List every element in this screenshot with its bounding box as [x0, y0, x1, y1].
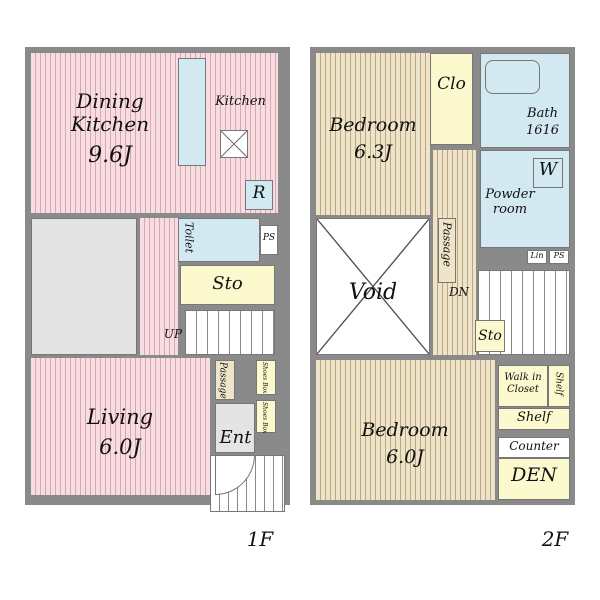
passage-2f-label: Passage [440, 222, 454, 267]
lin [527, 250, 547, 264]
shoe-box-2 [256, 400, 276, 433]
walk-in-closet [498, 365, 548, 407]
shelf-vertical-label: Shelf [553, 372, 564, 396]
kitchen-label: Kitchen [215, 94, 266, 109]
floor1-label: 1F [246, 527, 274, 551]
sto-2f-label: Sto [478, 328, 502, 344]
dn-label: DN [448, 285, 470, 299]
hall-1f [140, 218, 178, 355]
shelf-label: Shelf [517, 410, 551, 425]
ps-2f [549, 250, 569, 264]
living-label: Living [86, 405, 154, 429]
washer-label: W [538, 159, 558, 180]
ps-1f-label: PS [262, 233, 276, 243]
walk-in-label: Walk in Closet [504, 372, 542, 395]
bedroom-2 [316, 360, 495, 500]
den [498, 458, 570, 500]
bath-label: Bath [527, 106, 558, 121]
ps-1f [260, 225, 278, 255]
living-room [31, 358, 210, 495]
shoe-box-1 [256, 360, 276, 395]
storage-1f [180, 265, 275, 305]
fridge-label: R [252, 183, 266, 203]
passage-1f [215, 360, 235, 400]
kitchen-counter [178, 58, 206, 166]
up-label: UP [163, 327, 183, 341]
bedroom-2-size: 6.0J [386, 446, 424, 468]
dining-kitchen-label: Dining Kitchen [70, 89, 150, 136]
passage-1f-label: Passage [217, 362, 228, 399]
toilet-label: Toilet [182, 222, 196, 254]
storage-2f [475, 320, 505, 352]
passage-2f-label-box [438, 218, 456, 283]
void-area-1f [31, 218, 137, 355]
void-label: Void [348, 280, 398, 305]
dining-size: 9.6J [88, 143, 132, 168]
shelf-vertical [548, 365, 570, 407]
floor2-label: 2F [541, 527, 569, 551]
ent-label: Ent [219, 427, 252, 448]
kitchen-vent [220, 130, 248, 158]
clo-label: Clo [437, 74, 466, 94]
bathtub [485, 60, 540, 94]
bedroom-1 [316, 53, 430, 215]
shoe-box-1-label: Shoes Box [260, 362, 268, 394]
counter [498, 437, 570, 458]
bedroom-2-label: Bedroom [361, 419, 449, 441]
ps-2f-label: PS [553, 251, 565, 260]
den-label: DEN [511, 464, 557, 486]
stairs-1f [185, 310, 275, 355]
lin-label: Lin [530, 251, 544, 260]
closet-2f [430, 53, 473, 145]
bedroom-1-size: 6.3J [354, 141, 392, 163]
void-2f [316, 218, 430, 355]
sto-1f-label: Sto [212, 273, 243, 294]
shelf [498, 408, 570, 430]
washer-box [533, 158, 563, 188]
toilet-room [178, 218, 260, 262]
shoe-box-2-label: Shoes Box [260, 402, 268, 434]
bedroom-1-label: Bedroom [329, 114, 417, 136]
refrigerator [245, 180, 273, 210]
entrance [215, 403, 255, 453]
counter-label: Counter [509, 439, 559, 453]
bath-size: 1616 [525, 123, 560, 138]
powder-label: Powder room [485, 187, 535, 217]
living-size: 6.0J [99, 435, 141, 459]
